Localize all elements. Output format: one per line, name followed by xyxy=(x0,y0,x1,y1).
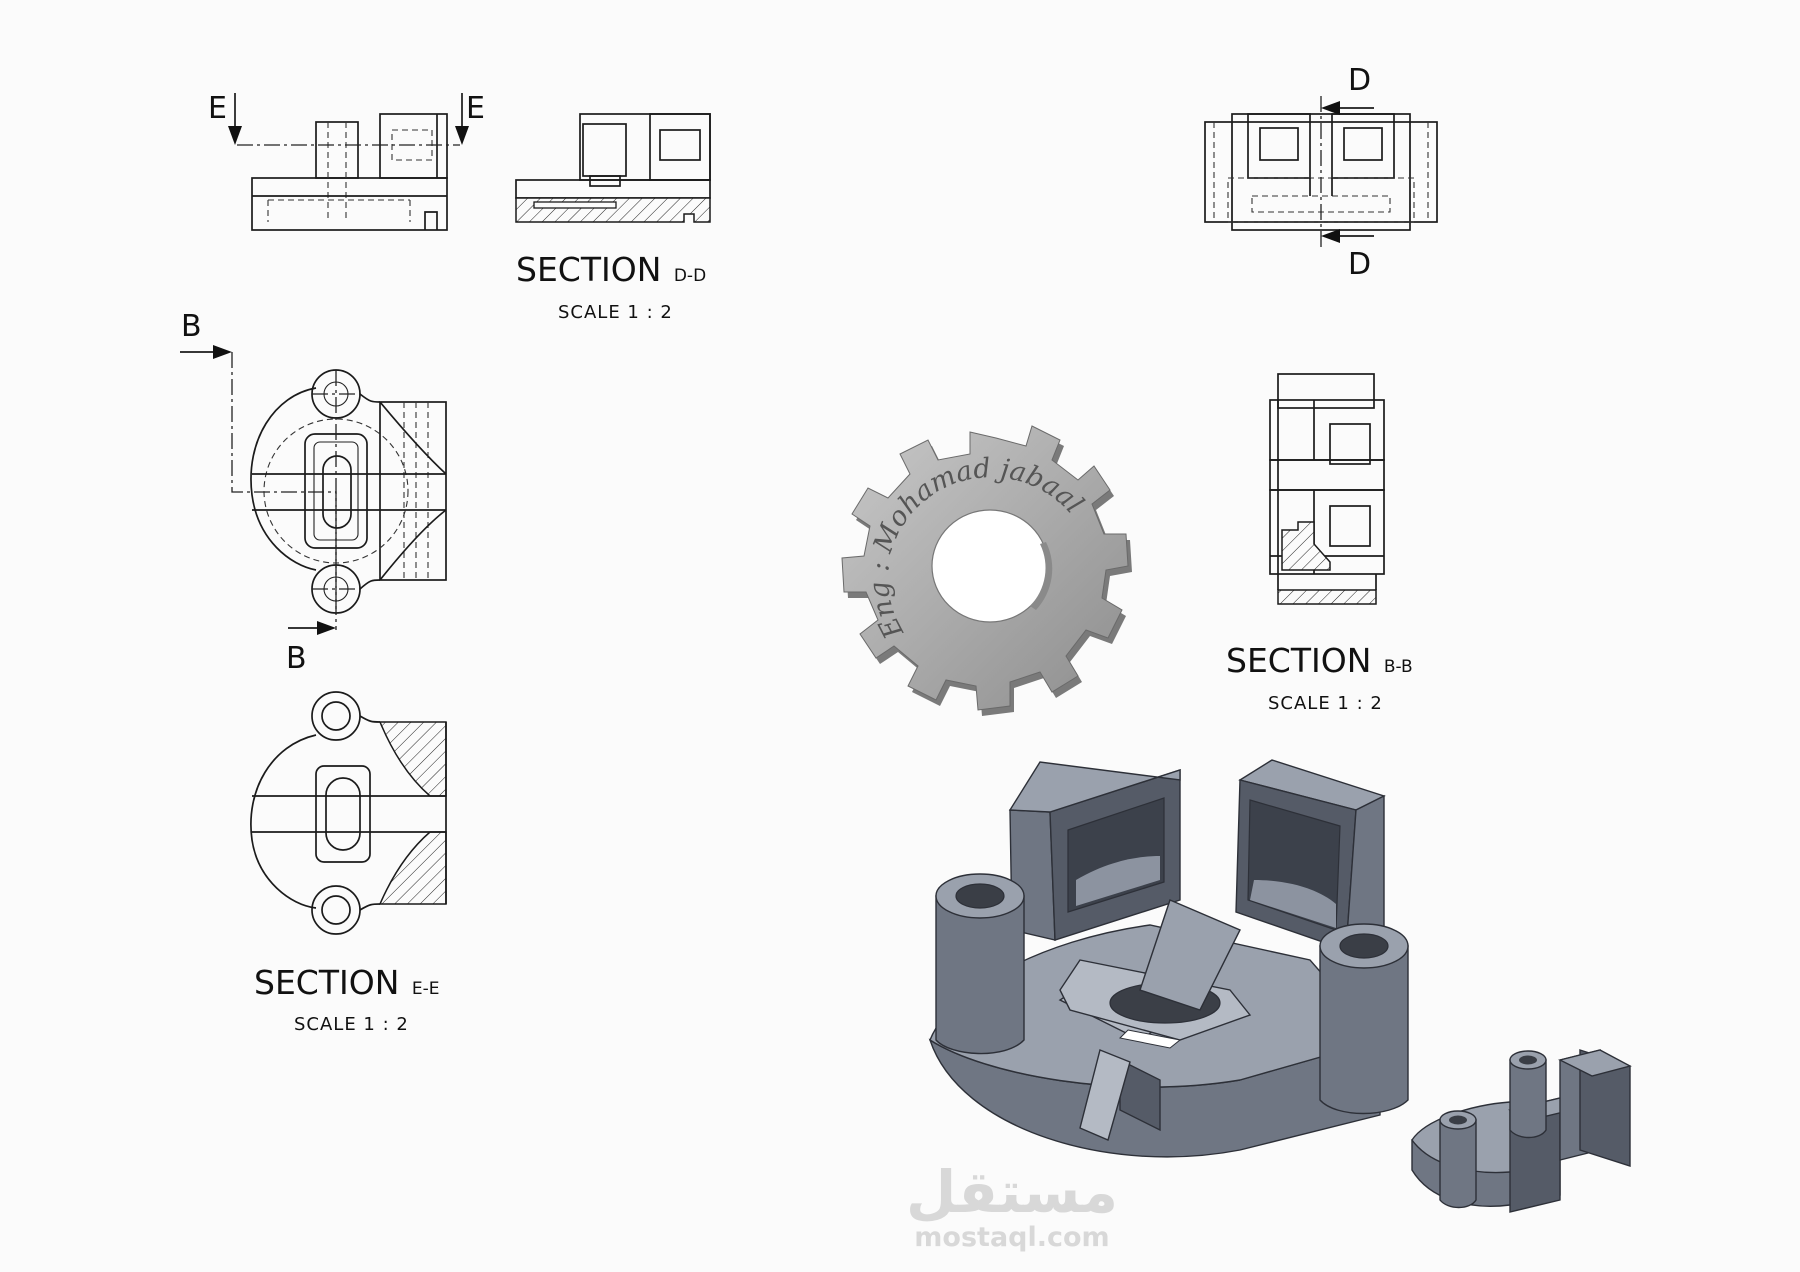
cut-label-d-bottom: D xyxy=(1348,247,1371,282)
section-bb-title-group: SECTION B-B xyxy=(1226,641,1413,680)
cut-label-b-bottom: B xyxy=(286,641,307,676)
plan-view: B B xyxy=(180,309,447,676)
top-view: D D xyxy=(1204,63,1438,282)
section-dd-id: D-D xyxy=(674,266,706,286)
section-dd-title-group: SECTION D-D xyxy=(516,250,706,289)
section-ee-scale: SCALE 1 : 2 xyxy=(294,1014,409,1035)
section-dd-title: SECTION xyxy=(516,250,661,289)
watermark: مستقل mostaql.com xyxy=(906,1158,1118,1253)
gear-logo: Eng : Mohamad jabaal xyxy=(841,425,1132,716)
front-view: E E xyxy=(208,91,485,231)
section-dd-scale: SCALE 1 : 2 xyxy=(558,302,673,323)
section-bb-title: SECTION xyxy=(1226,641,1371,680)
section-bb-id: B-B xyxy=(1384,657,1413,677)
cut-label-b-top: B xyxy=(181,309,202,344)
cut-label-e-right: E xyxy=(466,91,485,126)
watermark-latin: mostaql.com xyxy=(914,1222,1109,1253)
section-bb-scale: SCALE 1 : 2 xyxy=(1268,693,1383,714)
cut-label-d-top: D xyxy=(1348,63,1371,98)
section-bb-view: SECTION B-B SCALE 1 : 2 xyxy=(1226,373,1413,714)
watermark-arabic: مستقل xyxy=(906,1158,1118,1226)
section-ee-title-group: SECTION E-E xyxy=(254,963,439,1002)
isometric-model-large xyxy=(928,759,1409,1158)
isometric-model-small xyxy=(1411,1049,1632,1213)
section-ee-id: E-E xyxy=(412,979,440,999)
section-ee-title: SECTION xyxy=(254,963,399,1002)
section-ee-view: SECTION E-E SCALE 1 : 2 xyxy=(250,691,447,1035)
cut-label-e-left: E xyxy=(208,91,227,126)
section-dd-view: SECTION D-D SCALE 1 : 2 xyxy=(515,113,711,323)
